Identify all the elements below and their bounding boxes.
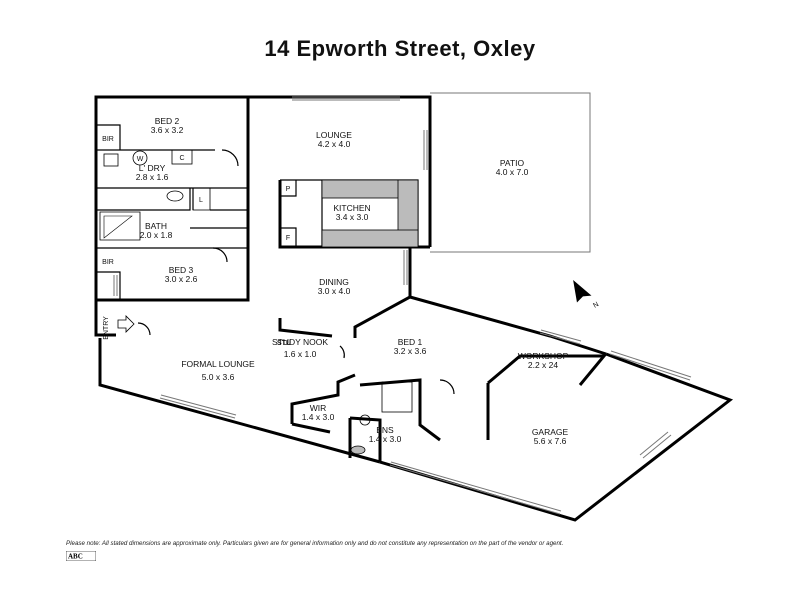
room-name: BATH [145,221,167,231]
walls [94,95,734,522]
room-dims: 5.0 x 3.6 [202,372,235,382]
kitchen-bench [321,229,419,248]
ensuite-shower [381,381,413,413]
bir-label: BIR [102,259,114,266]
room-dims: 3.4 x 3.0 [336,212,369,222]
room-name: DINING [319,277,349,287]
washer-label: W [137,156,144,163]
laundry-tub [103,153,119,167]
entry-arrow [117,315,135,333]
room-dims: 2.2 x 24 [528,360,559,370]
room-name: WIR [310,403,327,413]
basin-fixture [166,190,184,202]
patio-outline [430,92,591,253]
room-dims: 2.8 x 1.6 [136,172,169,182]
room-labels: BED 2 3.6 x 3.2 LOUNGE 4.2 x 4.0 PATIO 4… [136,116,569,446]
disclaimer-text: Please note: All stated dimensions are a… [66,540,564,547]
pantry-label: P [286,186,291,193]
bath-corner [103,215,133,239]
door-swings [137,149,455,395]
room-name: STUDY NOOK [272,337,328,347]
windows [113,96,692,515]
cupboard-fixture [171,149,193,165]
room-name: WORKSHOP [518,351,569,361]
bath-tub [99,211,141,241]
compass-label: N [592,301,600,310]
logo-text: ABC [68,553,83,561]
page-title: 14 Epworth Street, Oxley [264,36,536,61]
linen-label: L [199,197,203,204]
room-dims: 5.6 x 7.6 [534,436,567,446]
compass: N [573,279,600,310]
room-dims: 1.4 x 3.0 [302,412,335,422]
room-name: FORMAL LOUNGE [181,359,255,369]
room-name: BED 1 [398,337,423,347]
entry-label: ENTRY [103,316,110,340]
study-tag: STU [277,340,291,347]
north-arrow-icon [573,279,592,303]
room-name: ENS [376,425,394,435]
linen-cupboard [192,187,211,211]
ensuite-basin [350,445,366,455]
cupboard-label: C [179,155,184,162]
room-dims: 1.6 x 1.0 [284,349,317,359]
room-name: L' DRY [139,163,166,173]
room-dims: 2.0 x 1.8 [140,230,173,240]
room-name: BED 3 [169,265,194,275]
bir-label: BIR [102,136,114,143]
washer-fixture [132,150,148,166]
room-dims: 3.2 x 3.6 [394,346,427,356]
room-dims: 4.2 x 4.0 [318,139,351,149]
room-name: LOUNGE [316,130,352,140]
agency-logo: ABC [66,551,96,561]
room-dims: 3.0 x 2.6 [165,274,198,284]
room-name: PATIO [500,158,525,168]
room-dims: 3.6 x 3.2 [151,125,184,135]
room-dims: 4.0 x 7.0 [496,167,529,177]
ensuite-toilet [359,414,371,426]
fridge-label: F [286,235,290,242]
room-name: GARAGE [532,427,569,437]
room-name: KITCHEN [333,203,370,213]
room-dims: 3.0 x 4.0 [318,286,351,296]
room-name: BED 2 [155,116,180,126]
room-dims: 1.4 x 3.0 [369,434,402,444]
